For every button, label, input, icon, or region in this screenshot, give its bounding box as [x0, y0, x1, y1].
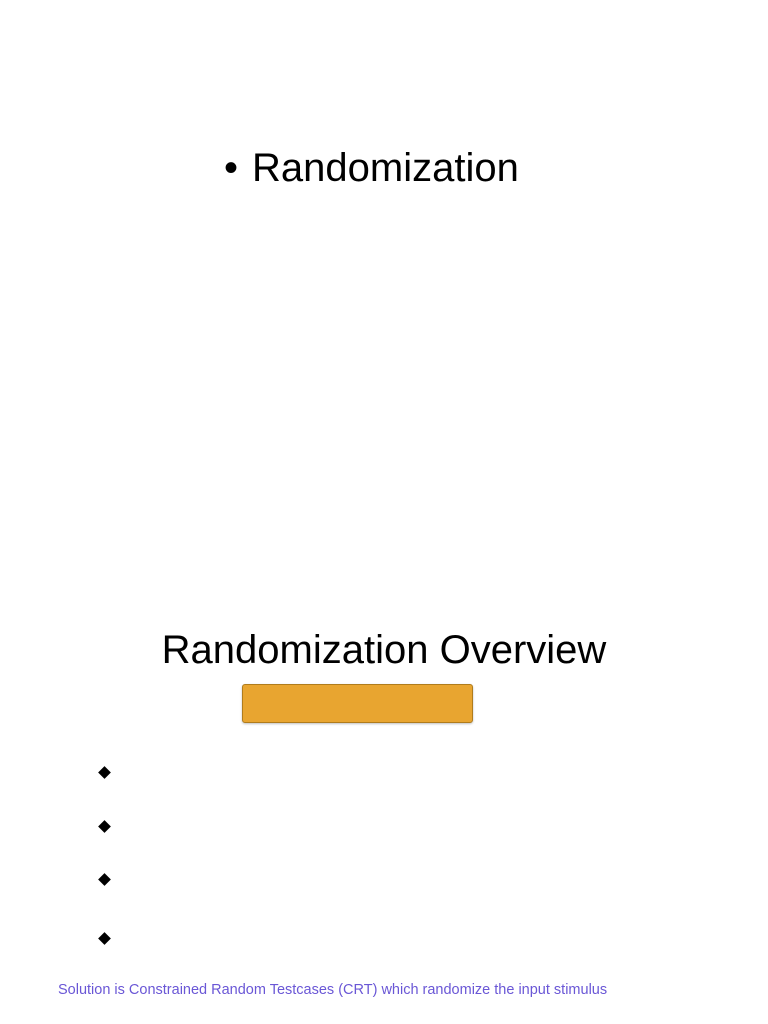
- bullet-dot: •: [224, 146, 239, 190]
- diamond-bullet-icon: [98, 932, 111, 945]
- diamond-bullet-icon: [98, 766, 111, 779]
- diamond-bullet-icon: [98, 873, 111, 886]
- footer-note: Solution is Constrained Random Testcases…: [58, 982, 608, 998]
- slide1-bullet-text: Randomization: [252, 146, 519, 190]
- highlight-box: [242, 684, 473, 723]
- diamond-bullet-icon: [98, 820, 111, 833]
- slide2-title: Randomization Overview: [161, 628, 607, 672]
- slide1-bullet-item: • Randomization: [224, 140, 519, 196]
